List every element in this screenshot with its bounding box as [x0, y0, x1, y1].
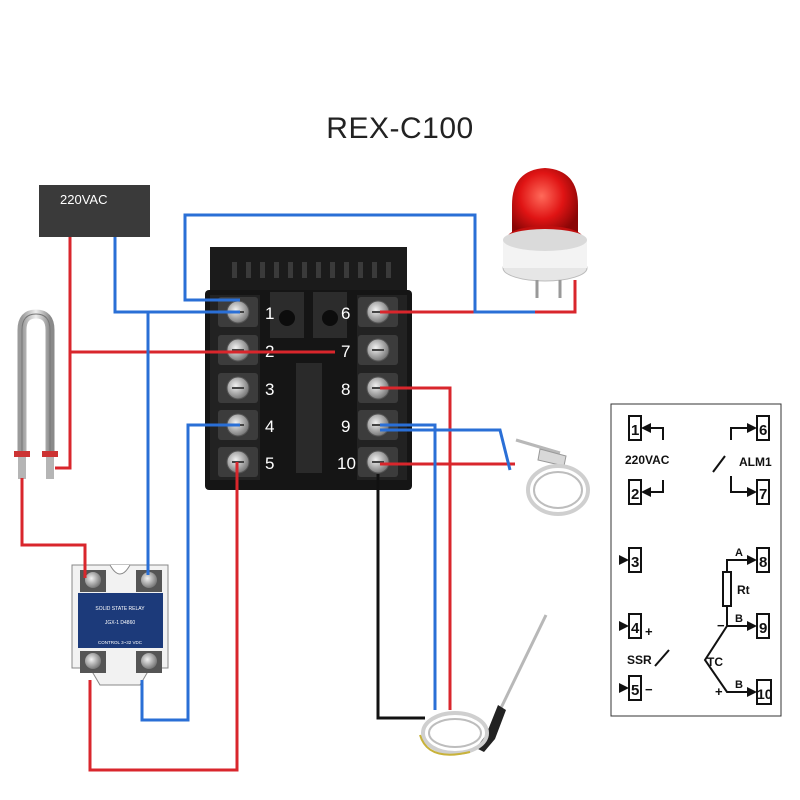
terminal-label-7: 7 [341, 342, 350, 361]
legend-pin-7: 7 [759, 486, 767, 503]
legend-pin-5: 5 [631, 682, 639, 699]
alarm-lamp [502, 168, 588, 298]
terminal-label-3: 3 [265, 380, 274, 399]
terminal-label-10: 10 [337, 454, 356, 473]
wire-terminal-10-to-thermocouple [376, 474, 425, 720]
controller-screws-left [218, 297, 258, 477]
rtd-probe [515, 438, 590, 516]
red-wires [20, 237, 577, 772]
power-supply-label: 220VAC [60, 192, 108, 207]
wire-terminal-9-probe [380, 423, 437, 710]
black-wires [376, 474, 425, 720]
wire-supply-to-heater [55, 352, 72, 470]
terminal-label-8: 8 [341, 380, 350, 399]
ssr-input-label: CONTROL 3~32 VDC [98, 640, 143, 645]
legend-b-label-2: B [735, 679, 743, 691]
legend-pin-3: 3 [631, 554, 639, 571]
terminal-legend: 1 220VAC 2 3 4 + SSR 5 − 6 [610, 403, 782, 717]
legend-a-label: A [735, 547, 743, 559]
legend-b-label-1: B [735, 613, 743, 625]
legend-tc-minus: − [717, 618, 725, 633]
wire-heater-to-ssr [20, 478, 87, 578]
solid-state-relay: SOLID STATE RELAY JGX-1 D4860 CONTROL 3~… [71, 564, 169, 686]
legend-alarm-label: ALM1 [739, 455, 772, 469]
wire-terminal-8-rtd [380, 386, 452, 710]
legend-tc-plus: + [715, 684, 723, 699]
legend-ssr-label: SSR [627, 653, 652, 667]
diagram-title: REX-C100 [326, 112, 474, 145]
wire-lamp-to-terminal-6 [380, 280, 577, 314]
legend-tc-label: TC [707, 655, 723, 669]
terminal-label-6: 6 [341, 304, 350, 323]
terminal-label-9: 9 [341, 417, 350, 436]
wire-terminal-1-to-lamp [183, 213, 535, 314]
power-supply-box: 220VAC [39, 185, 150, 237]
legend-pin-8: 8 [759, 554, 767, 571]
controller-vent-slots [232, 262, 391, 278]
legend-pin-4: 4 [631, 620, 640, 637]
wire-terminal-5-to-ssr [88, 462, 239, 772]
thermocouple-probe [419, 614, 548, 756]
legend-pin-1: 1 [631, 422, 639, 439]
legend-pin-6: 6 [759, 422, 767, 439]
legend-supply-label: 220VAC [625, 453, 670, 467]
legend-ssr-plus: + [645, 624, 653, 639]
legend-pin-2: 2 [631, 486, 639, 503]
wire-terminal-9-rtd [380, 428, 512, 471]
legend-pin-10: 10 [757, 686, 773, 702]
legend-pin-9: 9 [759, 620, 767, 637]
controller-screws-right [358, 297, 398, 477]
terminal-label-1: 1 [265, 304, 274, 323]
ssr-brand: JGX-1 D4860 [105, 620, 136, 626]
ssr-name: SOLID STATE RELAY [95, 606, 145, 612]
heater-element [14, 309, 58, 479]
wire-supply-to-terminal-1 [113, 237, 240, 314]
terminal-label-4: 4 [265, 417, 274, 436]
legend-ssr-minus: − [645, 682, 653, 697]
wire-terminal-4-to-ssr [140, 423, 240, 722]
blue-wires [113, 213, 535, 722]
legend-rt-label: Rt [737, 583, 750, 597]
terminal-label-5: 5 [265, 454, 274, 473]
